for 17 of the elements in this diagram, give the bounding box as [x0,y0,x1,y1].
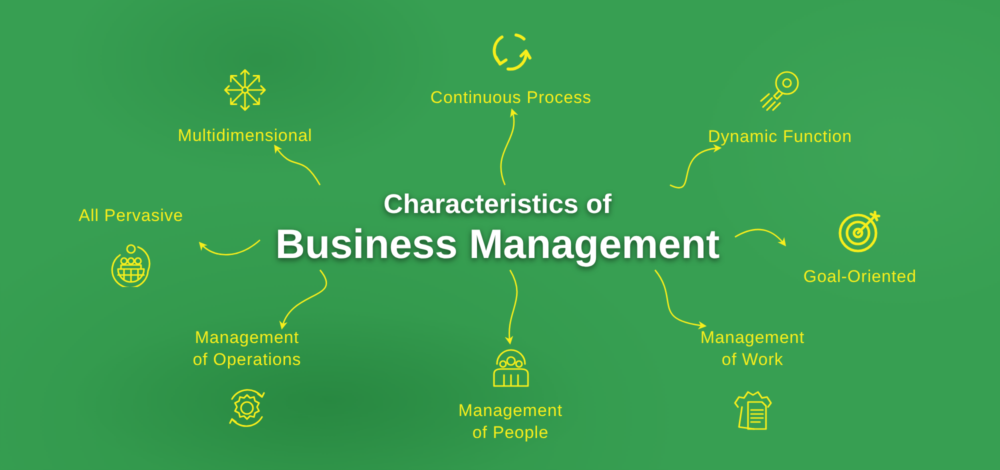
curved-arrow [500,108,518,186]
curved-arrow [734,228,786,246]
curved-arrow [654,270,707,330]
characteristic-label: Management of Operations [192,327,302,371]
characteristic-label: Management of People [457,400,564,444]
characteristic-label: Goal-Oriented [803,266,917,288]
characteristic-label: Multidimensional [178,125,312,147]
curved-arrow [280,270,327,330]
title-line: Characteristics of [383,188,612,220]
characteristic-label: All Pervasive [78,205,184,227]
curved-arrow [274,144,321,186]
characteristic-label: Continuous Process [430,87,592,109]
characteristic-label: Management of Work [699,327,806,371]
characteristic-label: Dynamic Function [708,126,852,148]
title-heading: Business Management [275,220,720,268]
curved-arrow [505,270,518,345]
curved-arrow [198,239,260,256]
